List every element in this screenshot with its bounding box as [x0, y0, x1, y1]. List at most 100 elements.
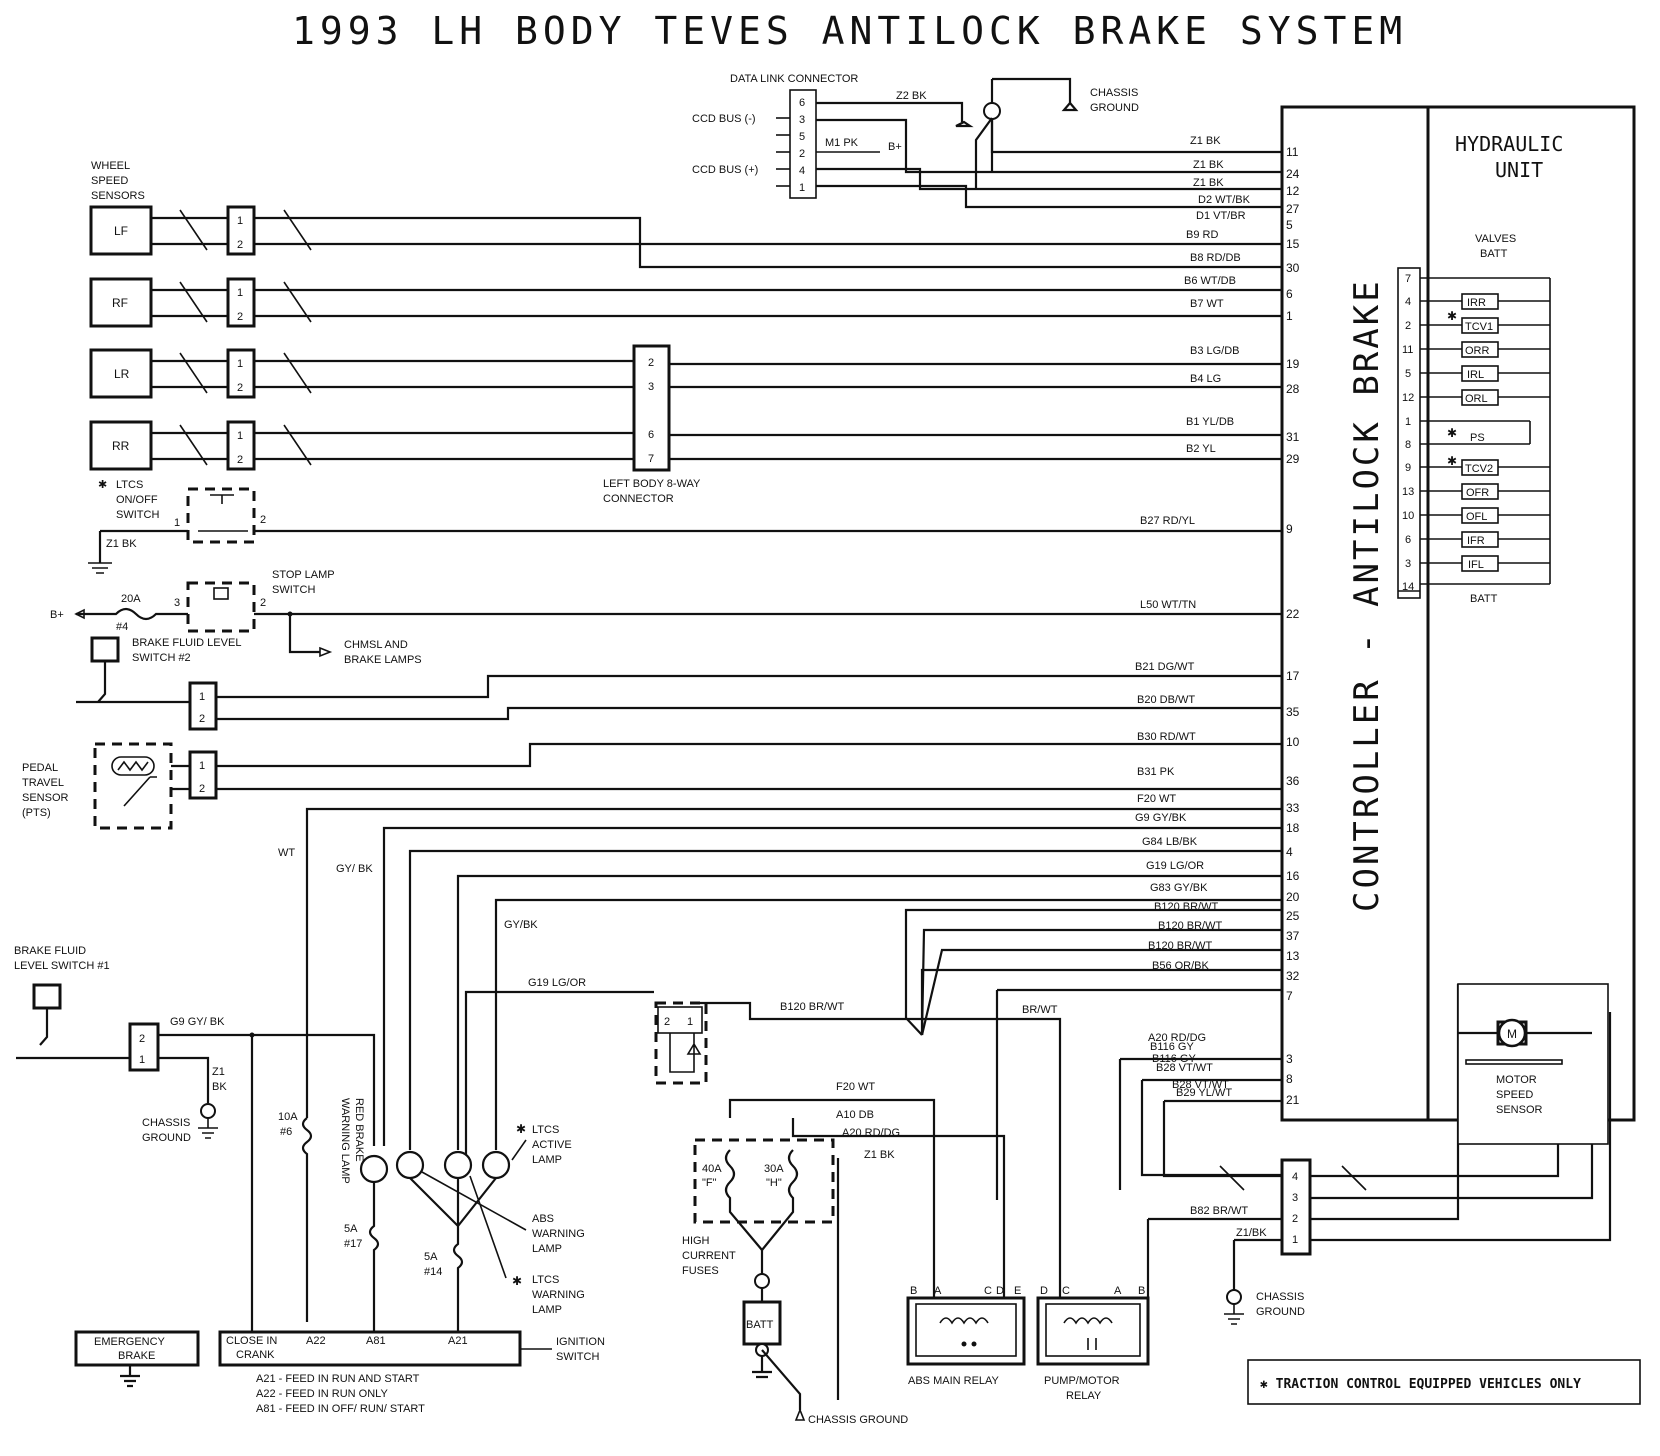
bfl1-label: BRAKE FLUID	[14, 945, 86, 957]
controller-pin: 9	[1286, 522, 1293, 536]
sensor-lf: LF 1 2	[89, 205, 1282, 269]
stop-lamp-switch: STOP LAMP SWITCH B+ 20A #4 3 2 CHMSL AND…	[50, 569, 1282, 666]
controller-pin: 6	[1286, 287, 1293, 301]
sensor-lr-label: LR	[114, 367, 130, 381]
wire-label: Z1 BK	[1190, 135, 1221, 147]
wire-label: G19 LG/OR	[1146, 860, 1204, 872]
emergency-brake-label: BRAKE	[118, 1350, 155, 1362]
motor-connector-pin: 4	[1292, 1171, 1298, 1183]
wire-label: B9 RD	[1186, 229, 1218, 241]
abs-relay-pin: C	[984, 1285, 992, 1297]
traction-star: ✱	[1447, 426, 1457, 440]
data-link-pin: 1	[799, 182, 805, 194]
wt-label: WT	[278, 847, 295, 859]
controller-pin: 37	[1286, 929, 1300, 943]
ccd-bus-negative: CCD BUS (-)	[692, 113, 756, 125]
chassis-ground-top: GROUND	[1090, 102, 1139, 114]
controller-pin: 32	[1286, 969, 1300, 983]
lower-right-ground: GROUND	[1256, 1306, 1305, 1318]
ltcs-warning-label: WARNING	[532, 1289, 585, 1301]
data-link-pin: 4	[799, 165, 805, 177]
lbc-pin: 6	[648, 429, 654, 441]
ignition-legend: A22 - FEED IN RUN ONLY	[256, 1388, 388, 1400]
data-link-connector: DATA LINK CONNECTOR 6 3 5 2 4 1 CCD BUS …	[692, 73, 1282, 209]
traction-star: ✱	[1447, 309, 1457, 323]
stop-pin: 2	[260, 597, 266, 609]
valve-pin: 6	[1405, 534, 1411, 546]
valve-pin: 9	[1405, 462, 1411, 474]
batt-label: BATT	[746, 1319, 774, 1331]
ltcs-pin: 2	[260, 514, 266, 526]
connector-pin: 2	[237, 239, 243, 251]
valve-name: TCV1	[1465, 321, 1493, 333]
valve-pin: 8	[1405, 439, 1411, 451]
wss-title: WHEEL	[91, 160, 130, 172]
valve-name: IFR	[1467, 535, 1485, 547]
ltcs-active-label: ACTIVE	[532, 1139, 572, 1151]
controller-pin: 16	[1286, 869, 1300, 883]
wire-label: L50 WT/TN	[1140, 599, 1196, 611]
controller-pin: 17	[1286, 669, 1300, 683]
bfl1-ground: GROUND	[142, 1132, 191, 1144]
bfl1-z1: Z1	[212, 1066, 225, 1078]
controller-pin: 30	[1286, 261, 1300, 275]
wire-label: B20 DB/WT	[1137, 694, 1195, 706]
pts-label: SENSOR	[22, 792, 69, 804]
controller-pin: 24	[1286, 167, 1300, 181]
valve-name: OFL	[1466, 511, 1487, 523]
emergency-brake-label: EMERGENCY	[94, 1336, 166, 1348]
ltcs-active-label: LAMP	[532, 1154, 562, 1166]
chassis-ground-batt: CHASSIS GROUND	[808, 1414, 908, 1426]
abs-lamp-label: WARNING	[532, 1228, 585, 1240]
connector-pin: 2	[237, 311, 243, 323]
controller-pin: 35	[1286, 705, 1300, 719]
controller-pin: 15	[1286, 237, 1300, 251]
wire-label: D1 VT/BR	[1196, 210, 1246, 222]
connector-pin: 2	[237, 382, 243, 394]
wire-label: F20 WT	[1137, 793, 1176, 805]
z1bk-label: Z1/BK	[1236, 1227, 1267, 1239]
controller-pin: 12	[1286, 184, 1300, 198]
sensor-rf: RF 1 2	[89, 277, 1282, 328]
hydraulic-unit-line2: UNIT	[1495, 158, 1543, 182]
wire-label: G84 LB/BK	[1142, 836, 1198, 848]
valve-pin: 12	[1402, 392, 1414, 404]
red-brake-lamp-label: WARNING LAMP	[339, 1098, 351, 1184]
a10-label: A10 DB	[836, 1109, 874, 1121]
ltcs-warning-label: LTCS	[532, 1274, 559, 1286]
controller-pin: 7	[1286, 989, 1293, 1003]
valve-pin: 11	[1402, 344, 1413, 356]
m1-wire-label: M1 PK	[825, 137, 859, 149]
motor-label: SENSOR	[1496, 1104, 1543, 1116]
controller-pin: 20	[1286, 890, 1300, 904]
controller-pin: 19	[1286, 357, 1300, 371]
valve-name: IRL	[1467, 369, 1484, 381]
brwt-label: BR/WT	[1022, 1004, 1058, 1016]
ignition-pin: A81	[366, 1335, 386, 1347]
controller-pin: 1	[1286, 309, 1293, 323]
stop-fuse-no: #4	[116, 621, 128, 633]
fuse-no: #17	[344, 1238, 362, 1250]
traction-note-text: ✱ TRACTION CONTROL EQUIPPED VEHICLES ONL…	[1260, 1377, 1581, 1392]
wire-label: G9 GY/BK	[1135, 812, 1187, 824]
valve-name: ORL	[1465, 393, 1488, 405]
controller-pin: 3	[1286, 1052, 1293, 1066]
ltcs-switch-label: ON/OFF	[116, 494, 158, 506]
a20-label: A20 RD/DG	[842, 1127, 900, 1139]
bfl1-label: LEVEL SWITCH #1	[14, 960, 110, 972]
brake-fluid-switch-1: BRAKE FLUID LEVEL SWITCH #1 2 1 G9 GY/ B…	[14, 945, 376, 1332]
chmsl-label: CHMSL AND	[344, 639, 408, 651]
abs-lamp-label: LAMP	[532, 1243, 562, 1255]
pump-relay-label: RELAY	[1066, 1390, 1102, 1402]
controller-pin: 13	[1286, 949, 1300, 963]
valve-pin: 14	[1402, 581, 1414, 593]
close-in-crank: CLOSE IN	[226, 1335, 277, 1347]
ltcs-active-label: LTCS	[532, 1124, 559, 1136]
ground-splice	[983, 102, 1001, 120]
wire-label: B1 YL/DB	[1186, 416, 1234, 428]
ignition-pin: A21	[448, 1335, 468, 1347]
high-current-fuses: 40A "F" 30A "H" HIGH CURRENT FUSES BATT …	[682, 1098, 1006, 1426]
data-link-pin: 3	[799, 114, 805, 126]
ltcs-switch-label: SWITCH	[116, 509, 159, 521]
b28-label: B28 VT/WT	[1156, 1062, 1213, 1074]
